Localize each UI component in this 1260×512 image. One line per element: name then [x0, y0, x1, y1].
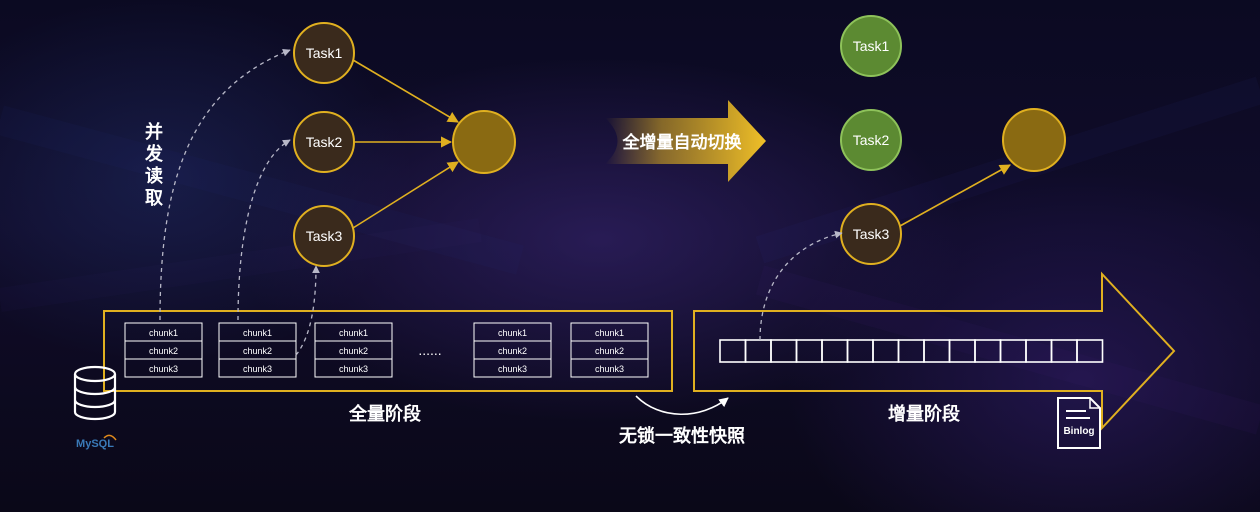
chunk-label: chunk1 — [595, 328, 624, 338]
binlog-event-cell — [846, 339, 874, 363]
chunk-label: chunk1 — [339, 328, 368, 338]
switch-arrow: 全增量自动切换 — [605, 100, 766, 182]
chunk-cell — [218, 358, 297, 378]
chunk-label: chunk1 — [498, 328, 527, 338]
binlog-read-arrow — [759, 230, 843, 341]
chunk-label: chunk3 — [595, 364, 624, 374]
left-task-3: Task3 — [293, 205, 355, 267]
left-task-1: Task1 — [293, 22, 355, 84]
right-task-1: Task1 — [840, 15, 902, 77]
binlog-event-cell — [897, 339, 925, 363]
binlog-event-cell — [795, 339, 823, 363]
right-task-2-label: Task2 — [853, 132, 890, 148]
chunk-label: chunk3 — [339, 364, 368, 374]
full-stage-box — [103, 310, 673, 392]
chunk-label: chunk3 — [243, 364, 272, 374]
left-task-arrows — [352, 59, 459, 229]
chunk-groups: chunk1chunk2chunk3chunk1chunk2chunk3chun… — [124, 322, 649, 378]
full-stage-label: 全量阶段 — [348, 403, 422, 424]
chunk-label: chunk2 — [498, 346, 527, 356]
chunk-group: chunk1 chunk2 chunk3 — [314, 322, 393, 378]
chunk-label: chunk2 — [149, 346, 178, 356]
chunk-label: chunk3 — [498, 364, 527, 374]
chunk-label: chunk1 — [243, 328, 272, 338]
chunk-label: chunk2 — [595, 346, 624, 356]
chunk-group: chunk1 chunk2 chunk3 — [473, 322, 552, 378]
left-task-1-label: Task1 — [306, 45, 343, 61]
concurrent-read-arrows — [159, 48, 320, 356]
binlog-event-cell — [719, 339, 747, 363]
left-task-2: Task2 — [293, 111, 355, 173]
chunk-cell — [570, 358, 649, 378]
binlog-event-cell — [744, 339, 772, 363]
binlog-event-queue — [719, 339, 1104, 363]
database-icon — [73, 365, 117, 421]
binlog-event-cell — [872, 339, 900, 363]
read-arrow-task2 — [237, 139, 291, 321]
binlog-file-icon: Binlog — [1057, 397, 1101, 449]
concurrent-read-label: 并 发 读 取 — [144, 121, 164, 208]
incremental-stage-label: 增量阶段 — [888, 403, 961, 424]
chunk-label: chunk1 — [149, 328, 178, 338]
concurrent-read-char-2: 发 — [144, 143, 164, 164]
chunk-label: chunk2 — [243, 346, 272, 356]
read-arrow-task3 — [295, 265, 320, 356]
concurrent-read-char-1: 并 — [145, 121, 163, 142]
mysql-dolphin-icon — [103, 434, 117, 441]
snapshot-label: 无锁一致性快照 — [619, 425, 745, 446]
chunk-cell — [473, 358, 552, 378]
right-sink-node — [1002, 108, 1066, 172]
chunk-cell — [124, 358, 203, 378]
right-task-3-label: Task3 — [853, 226, 890, 242]
chunk-group: chunk1 chunk2 chunk3 — [124, 322, 203, 378]
right-task-1-label: Task1 — [853, 38, 890, 54]
read-arrow-task1 — [159, 48, 291, 321]
right-task3-to-sink-arrow — [899, 164, 1011, 227]
chunk-group: chunk1 chunk2 chunk3 — [570, 322, 649, 378]
binlog-file-label: Binlog — [1063, 426, 1094, 437]
binlog-event-cell — [770, 339, 798, 363]
binlog-event-cell — [1076, 339, 1104, 363]
right-task-3: Task3 — [840, 203, 902, 265]
binlog-event-cell — [821, 339, 849, 363]
left-task-2-label: Task2 — [306, 134, 343, 150]
chunk-label: chunk2 — [339, 346, 368, 356]
chunk-cell — [314, 358, 393, 378]
chunk-ellipsis: ...... — [418, 342, 441, 358]
incremental-stage-arrow — [693, 271, 1176, 431]
left-task-3-label: Task3 — [306, 228, 343, 244]
right-task-2: Task2 — [840, 109, 902, 171]
chunk-group: chunk1 chunk2 chunk3 — [218, 322, 297, 378]
mysql-logo-text: MySQL — [76, 438, 114, 450]
switch-label: 全增量自动切换 — [622, 132, 743, 152]
concurrent-read-char-3: 读 — [145, 165, 163, 186]
concurrent-read-char-4: 取 — [145, 188, 164, 208]
snapshot-curve-arrow — [635, 395, 729, 415]
left-sink-node — [452, 110, 516, 174]
chunk-label: chunk3 — [149, 364, 178, 374]
